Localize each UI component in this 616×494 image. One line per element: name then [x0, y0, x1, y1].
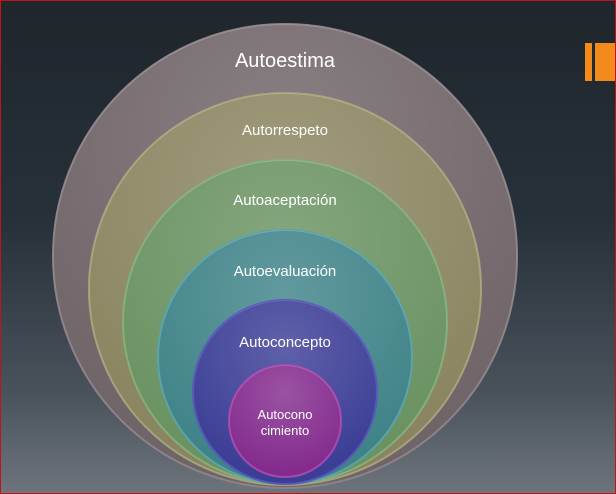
accent-bar-thin	[585, 43, 592, 81]
label-autorrespeto: Autorrespeto	[242, 122, 328, 139]
label-autoconcepto: Autoconcepto	[239, 334, 331, 351]
label-autoconocimiento-line1: Autocono	[258, 407, 313, 422]
label-autoaceptacion: Autoaceptación	[233, 192, 336, 209]
label-autoconocimiento-line2: cimiento	[261, 423, 309, 438]
accent-bar-wide	[595, 43, 615, 81]
circle-autoconocimiento-gloss	[229, 365, 341, 477]
label-autoestima: Autoestima	[235, 50, 336, 72]
label-autoevaluacion: Autoevaluación	[234, 263, 337, 280]
